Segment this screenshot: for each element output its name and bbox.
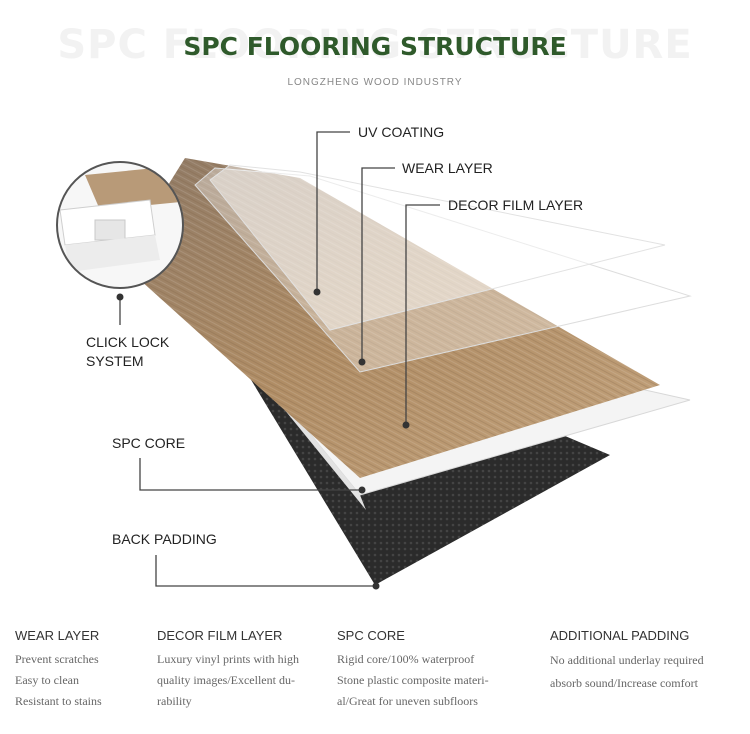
feature-title: DECOR FILM LAYER <box>157 628 283 643</box>
uv-coating-leader <box>316 131 350 292</box>
back-padding-leader <box>155 555 376 587</box>
feature-item: al/Great for uneven subfloors <box>337 694 478 708</box>
page-title: SPC FLOORING STRUCTURE <box>183 32 567 61</box>
feature-item: rability <box>157 694 192 708</box>
decor-film-dot <box>402 421 410 429</box>
feature-decor-film: DECOR FILM LAYER Luxury vinyl prints wit… <box>157 628 347 712</box>
feature-item: Stone plastic composite materi- <box>337 673 489 687</box>
uv-coating-label: UV COATING <box>358 124 445 140</box>
feature-title: SPC CORE <box>337 628 405 643</box>
feature-title: WEAR LAYER <box>15 628 100 643</box>
feature-spc-core: SPC CORE Rigid core/100% waterproof Ston… <box>337 628 527 712</box>
click-lock-dot <box>116 293 124 301</box>
feature-item: Prevent scratches <box>15 652 99 666</box>
back-padding-label: BACK PADDING <box>112 531 217 547</box>
feature-item: absorb sound/Increase comfort <box>550 676 698 690</box>
decor-grain <box>120 158 660 478</box>
zoom-circle-border <box>56 161 184 289</box>
uv-coating-sheet <box>209 164 666 331</box>
company-name: LONGZHENG WOOD INDUSTRY <box>287 77 463 88</box>
wear-layer-leader <box>361 167 395 362</box>
wear-layer-sheet <box>194 167 692 373</box>
uv-coating-dot <box>313 288 321 296</box>
feature-item: Resistant to stains <box>15 694 102 708</box>
click-lock-label-line1: CLICK LOCK <box>86 334 170 350</box>
feature-additional-padding: ADDITIONAL PADDING No additional underla… <box>550 628 745 695</box>
wear-layer-label: WEAR LAYER <box>402 160 493 176</box>
wear-layer-dot <box>358 358 366 366</box>
spc-core-leader <box>139 458 362 491</box>
feature-item: Rigid core/100% waterproof <box>337 652 475 666</box>
spc-core-dot <box>358 486 366 494</box>
feature-wear-layer: WEAR LAYER Prevent scratches Easy to cle… <box>15 628 205 712</box>
back-padding-dot <box>372 582 380 590</box>
spc-core-label: SPC CORE <box>112 435 186 451</box>
background-title: SPC FLOORING STRUCTURE <box>57 22 693 68</box>
decor-film-label: DECOR FILM LAYER <box>448 197 584 213</box>
feature-item: Luxury vinyl prints with high <box>157 652 299 666</box>
feature-item: quality images/Excellent du- <box>157 673 295 687</box>
feature-item: No additional underlay required <box>550 653 704 667</box>
click-lock-zoom <box>57 162 183 288</box>
click-lock-label-line2: SYSTEM <box>86 353 144 369</box>
feature-item: Easy to clean <box>15 673 79 687</box>
decor-film-leader <box>405 204 440 425</box>
feature-title: ADDITIONAL PADDING <box>550 628 690 643</box>
